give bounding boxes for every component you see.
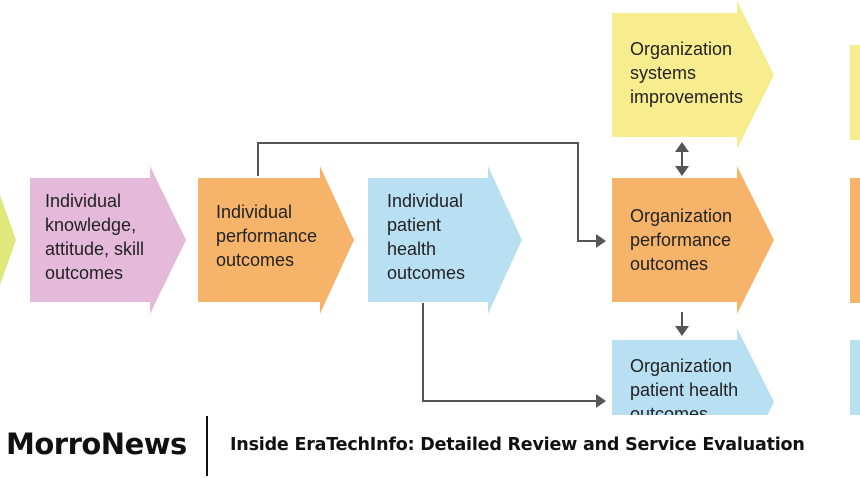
edge-ind-patient-to-org-patient xyxy=(422,303,598,402)
arrowhead-right-icon xyxy=(596,394,606,408)
banner-divider xyxy=(206,416,208,476)
arrowhead-down-icon xyxy=(675,326,689,336)
diagram-canvas xyxy=(0,1,860,415)
right-edge-fragment-blue xyxy=(850,340,860,415)
edge-ind-performance-to-org-performance xyxy=(257,142,598,242)
left-edge-fragment xyxy=(0,195,16,285)
node-shape-individual-kas xyxy=(30,166,186,314)
arrowhead-up-icon xyxy=(675,142,689,152)
right-edge-fragment-orange xyxy=(850,178,860,303)
brand-logo-text[interactable]: MorroNews xyxy=(6,427,187,461)
node-shape-individual-performance xyxy=(198,166,354,314)
right-edge-fragment-yellow xyxy=(850,45,860,140)
node-shape-organization-performance xyxy=(612,166,774,314)
article-headline[interactable]: Inside EraTechInfo: Detailed Review and … xyxy=(230,435,805,455)
news-banner: MorroNews Inside EraTechInfo: Detailed R… xyxy=(0,415,860,478)
node-shape-organization-patient-health xyxy=(612,328,774,415)
node-shape-organization-systems xyxy=(612,1,774,149)
arrowhead-right-icon xyxy=(596,234,606,248)
arrowhead-down-icon xyxy=(675,166,689,176)
node-shape-individual-patient-health xyxy=(368,166,522,314)
